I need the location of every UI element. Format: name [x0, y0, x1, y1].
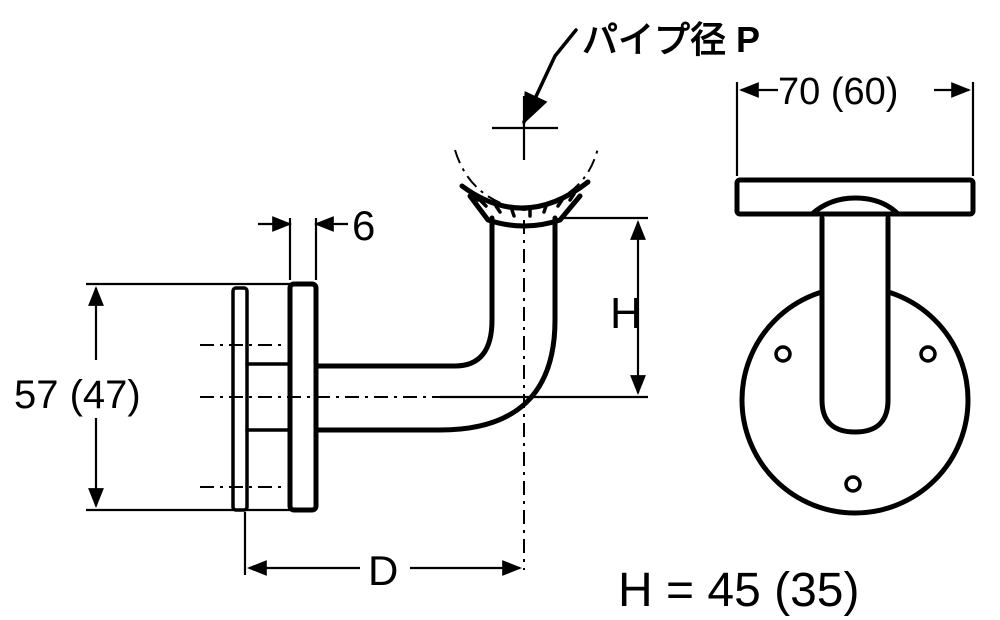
pipe-diameter-label: パイプ径 P — [582, 19, 760, 60]
front-stem — [819, 215, 891, 435]
bracket-arm-outer — [313, 215, 558, 433]
stem-collar-top — [809, 195, 901, 217]
d-label: D — [368, 547, 398, 594]
height-value-note: H = 45 (35) — [618, 564, 859, 617]
plate-width-label: 70 (60) — [778, 71, 898, 113]
h-label: H — [610, 289, 642, 338]
bracket-arm-inner — [313, 215, 495, 369]
screw-hole-bottom — [844, 475, 862, 493]
wall-plate — [231, 286, 249, 512]
side-view: パイプ径 P 6 H 57 (47) D — [14, 19, 760, 594]
screw-hole-left — [774, 345, 792, 363]
saddle-hatch — [468, 190, 576, 218]
thickness-label: 6 — [352, 202, 375, 249]
plate-height-label: 57 (47) — [14, 373, 141, 417]
screw-hole-right — [919, 345, 937, 363]
front-view: 70 (60) — [734, 71, 976, 516]
pipe-outline — [454, 147, 599, 212]
pipe-leader — [522, 28, 578, 125]
saddle-cup — [459, 179, 591, 211]
